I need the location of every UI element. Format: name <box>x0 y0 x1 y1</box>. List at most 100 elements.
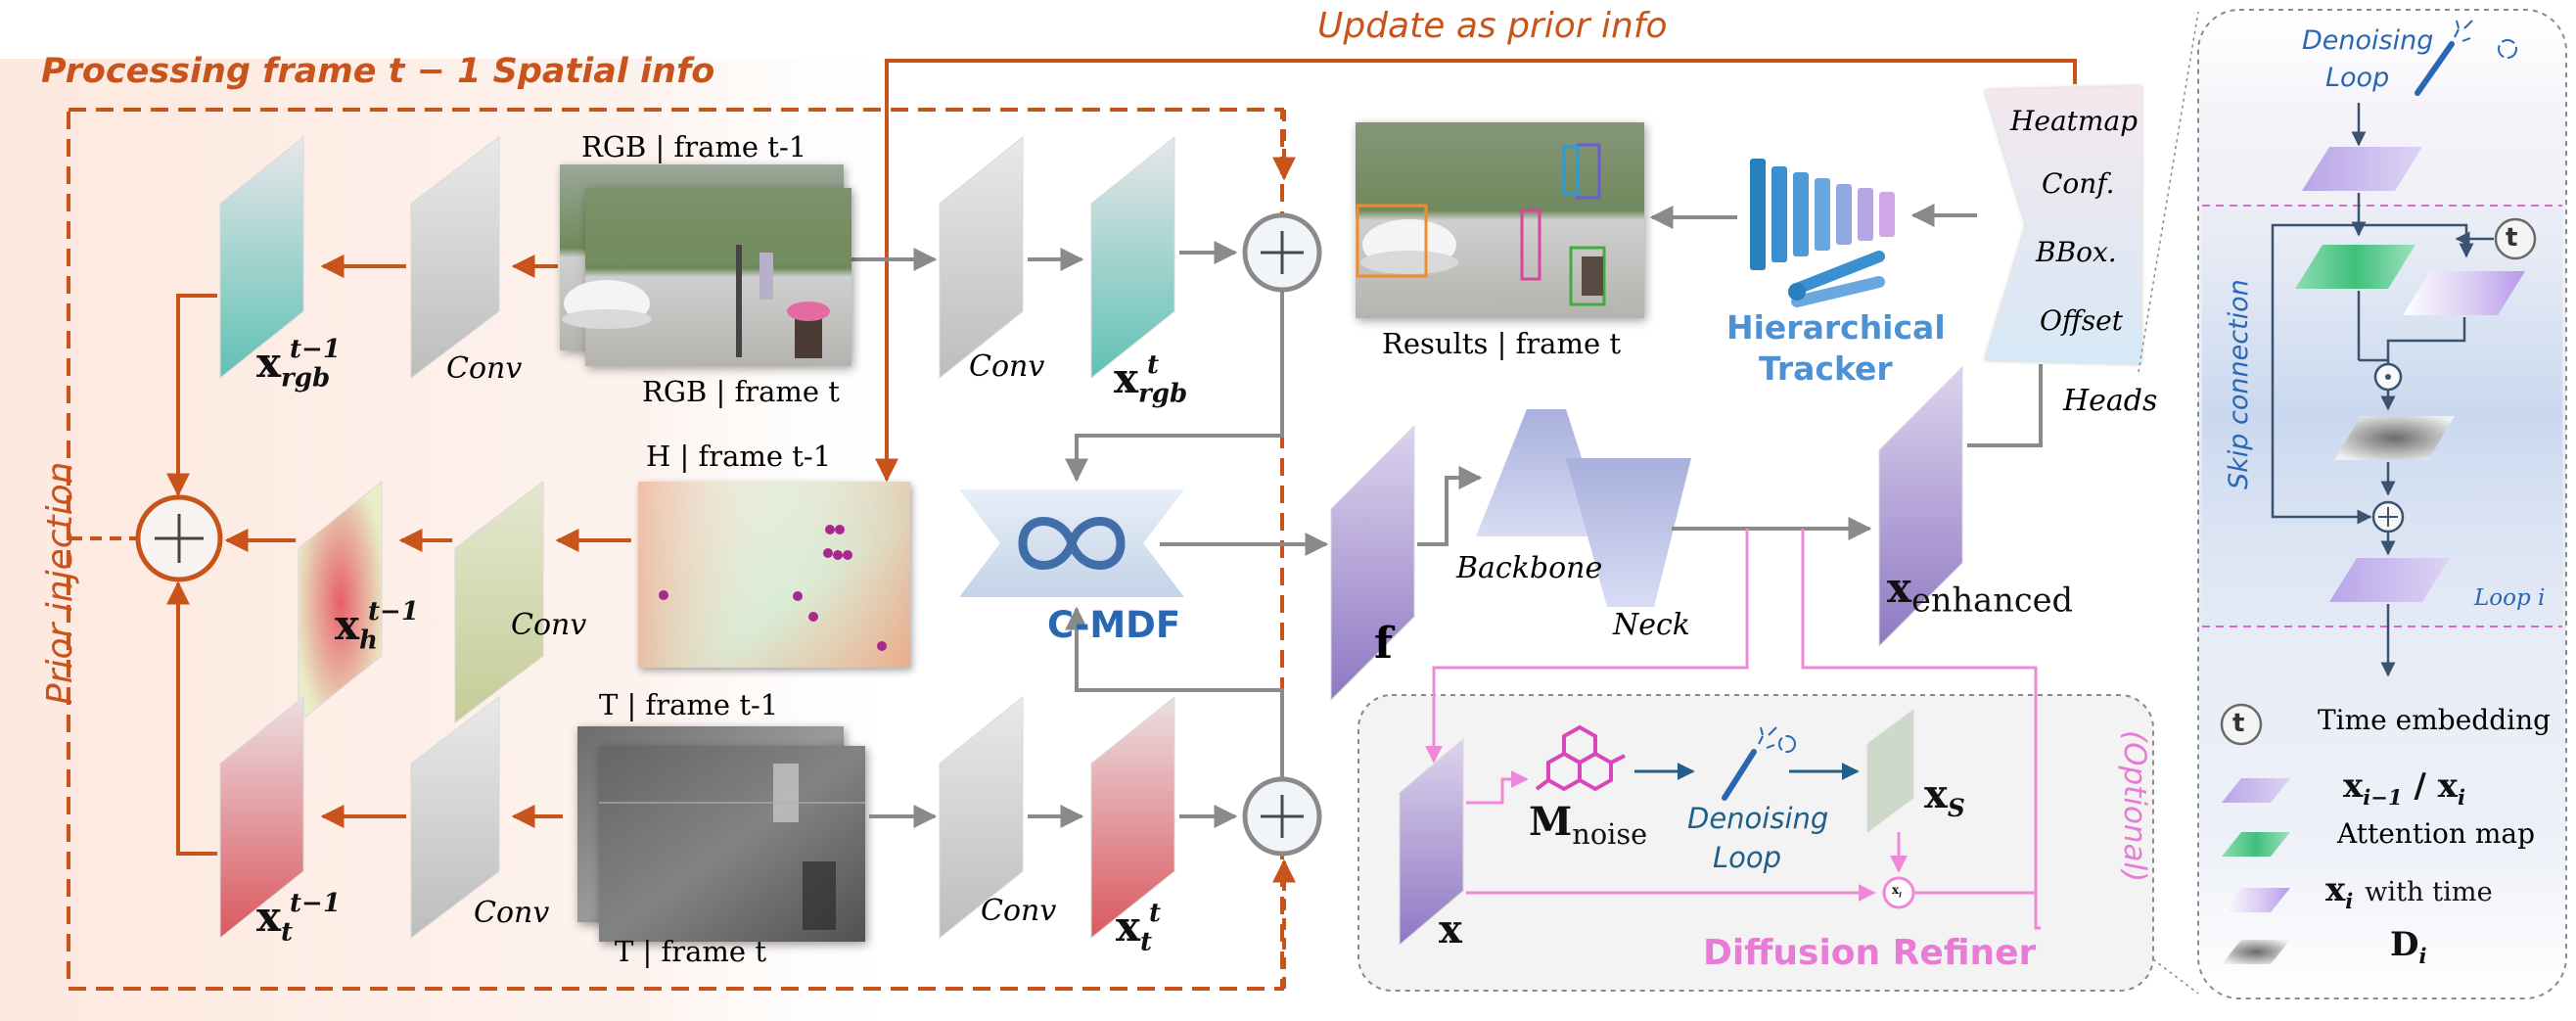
panel-d-feature <box>2334 416 2455 460</box>
plus-circle-icon <box>1242 212 1322 293</box>
head-conf: Conf. <box>2042 167 2115 200</box>
tracker-label: Tracker <box>1759 349 1893 388</box>
arrow-xrgb-to-plus <box>166 294 217 497</box>
x-enhanced-label: xenhanced <box>1887 564 2073 620</box>
x-rgb-cur-feature <box>1090 135 1175 380</box>
optional-label: (Optional) <box>2117 730 2152 883</box>
panel-t-letter: t <box>2506 223 2518 253</box>
x-h-prev-feature <box>298 480 383 724</box>
results-image <box>1356 122 1644 318</box>
arrow-f-to-backbone <box>1417 466 1483 546</box>
backbone-block <box>1476 409 1607 536</box>
arrow-x-to-noise <box>1466 770 1529 805</box>
line-xenh-to-heads <box>1967 364 2043 447</box>
conv-t-cur-feature <box>939 695 1024 940</box>
prior-injection-label: Prior injection <box>40 461 80 705</box>
legend-x-swatch <box>2222 778 2290 803</box>
h-prev-label: H | frame t-1 <box>646 440 832 473</box>
arrow-neck-to-x <box>1425 529 1749 764</box>
f-feature <box>1330 424 1415 702</box>
x-t-cur-feature <box>1090 695 1175 940</box>
rgb-image-stack <box>560 164 851 366</box>
legend-d: Di <box>2390 925 2427 968</box>
dot-xi-label: xi <box>1892 883 1902 900</box>
panel-line-join <box>2359 358 2390 364</box>
loop-i-label: Loop i <box>2474 585 2546 611</box>
processing-frame <box>67 108 1284 991</box>
panel-x-i <box>2329 558 2450 602</box>
thermal-image-stack <box>577 726 865 942</box>
denoising-label: Denoising <box>1687 802 1829 835</box>
x-s-label: xS <box>1924 771 1965 822</box>
head-offset: Offset <box>2040 304 2123 337</box>
cmdf-label: C-MDF <box>1047 604 1181 646</box>
h-heatmap-image <box>638 482 910 668</box>
legend-time-embedding: Time embedding <box>2318 704 2552 736</box>
legend-x-prev-x: xi−1 / xi <box>2343 766 2466 810</box>
conv-h-feature <box>454 480 544 724</box>
arrow-plus-to-cmdf <box>1065 290 1284 483</box>
conv-label-5: Conv <box>981 894 1057 928</box>
heads-label: Heads <box>2063 384 2158 418</box>
conv-rgb-cur-feature <box>939 135 1024 380</box>
neck-block <box>1566 458 1691 607</box>
rgb-cur-label: RGB | frame t <box>642 375 840 408</box>
plus-circle-icon <box>1242 776 1322 857</box>
update-prior-label: Update as prior info <box>1317 6 1668 46</box>
diffusion-refiner-label: Diffusion Refiner <box>1703 933 2037 973</box>
x-s-feature <box>1866 709 1914 833</box>
head-heatmap: Heatmap <box>2010 105 2139 137</box>
backbone-label: Backbone <box>1456 551 1603 585</box>
panel-x-prev <box>2302 147 2422 191</box>
conv-label-2: Conv <box>969 349 1045 384</box>
results-label: Results | frame t <box>1382 327 1621 360</box>
panel-x-with-time <box>2403 271 2525 315</box>
diffusion-refiner-box <box>1357 694 2154 992</box>
panel-loop-label: Loop <box>2325 63 2390 93</box>
magic-wand-icon <box>1722 726 1796 801</box>
plus-circle-icon <box>2371 500 2405 534</box>
molecule-noise-icon <box>1535 724 1626 792</box>
conv-rgb-prev-feature <box>410 135 500 380</box>
panel-skip-connection-line <box>2271 223 2372 525</box>
conv-label-1: Conv <box>446 351 523 386</box>
x-enhanced-feature <box>1878 365 1963 648</box>
zoom-line-bottom <box>2152 958 2199 995</box>
time-embedding-icon <box>2220 703 2263 746</box>
panel-line-time-down <box>2386 317 2466 370</box>
cmdf-block <box>959 489 1184 597</box>
time-embedding-icon <box>2494 217 2537 260</box>
skip-connection-label: Skip connection <box>2224 279 2254 489</box>
legend-t-letter: t <box>2232 709 2245 738</box>
x-rgb-prev-feature <box>219 135 304 380</box>
conv-label-4: Conv <box>474 896 550 930</box>
conv-t-prev-feature <box>410 695 500 940</box>
legend-d-swatch <box>2222 940 2290 964</box>
update-prior-line <box>875 59 2077 483</box>
m-noise-label: Mnoise <box>1529 799 1648 851</box>
legend-attention-swatch <box>2222 832 2290 857</box>
hierarchical-tracker-icon <box>1750 159 1977 307</box>
x-t-prev-feature <box>219 695 304 940</box>
x-diffusion-feature <box>1399 737 1464 947</box>
x-diffusion-label: x <box>1439 906 1462 952</box>
hierarchical-label: Hierarchical <box>1726 308 1946 347</box>
magic-wand-icon <box>2415 20 2517 96</box>
legend-x-with-time: xi with time <box>2325 870 2493 913</box>
t-cur-label: T | frame t <box>615 935 766 968</box>
legend-attention-map: Attention map <box>2337 817 2536 850</box>
arrow-xt-to-plus <box>166 580 217 856</box>
rgb-prev-label: RGB | frame t-1 <box>581 130 807 163</box>
neck-label: Neck <box>1613 608 1690 642</box>
f-label: f <box>1374 619 1393 669</box>
t-prev-label: T | frame t-1 <box>599 688 779 721</box>
legend-x-time-swatch <box>2222 888 2290 912</box>
head-bbox: BBox. <box>2036 236 2117 268</box>
